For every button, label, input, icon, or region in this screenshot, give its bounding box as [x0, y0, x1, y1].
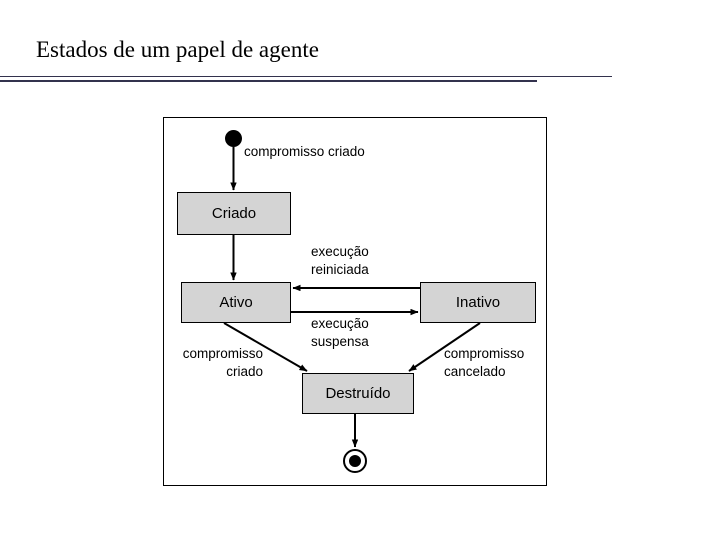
state-label-destruido: Destruído — [325, 385, 391, 402]
initial-state-node[interactable] — [225, 130, 242, 147]
state-node-criado[interactable]: Criado — [177, 192, 291, 235]
page-title: Estados de um papel de agente — [36, 37, 319, 62]
transition-label-line: reiniciada — [311, 262, 369, 277]
final-state-inner-dot — [349, 455, 361, 467]
state-label-ativo: Ativo — [219, 294, 253, 311]
transition-label-line: execução — [311, 244, 369, 259]
state-node-ativo[interactable]: Ativo — [181, 282, 291, 323]
transition-label-compromisso-criado-initial: compromisso criado — [244, 143, 365, 161]
transition-label-execucao-suspensa: execução suspensa — [311, 315, 369, 351]
transition-label-compromisso-cancelado: compromisso cancelado — [444, 345, 524, 381]
transition-label-execucao-reiniciada: execução reiniciada — [311, 243, 369, 279]
header-rule-thin — [0, 76, 612, 77]
state-node-destruido[interactable]: Destruído — [302, 373, 414, 414]
final-state-node[interactable] — [343, 449, 367, 473]
header-rule-thick — [0, 80, 537, 82]
transition-label-line: cancelado — [444, 364, 506, 379]
transition-label-line: compromisso criado — [244, 144, 365, 159]
transition-label-compromisso-criado-destruido: compromisso criado — [163, 345, 263, 381]
transition-label-line: suspensa — [311, 334, 369, 349]
transition-label-line: compromisso — [182, 346, 263, 361]
transition-label-line: compromisso — [444, 346, 525, 361]
state-label-criado: Criado — [211, 205, 257, 222]
transition-label-line: execução — [311, 316, 369, 331]
state-node-inativo[interactable]: Inativo — [420, 282, 536, 323]
state-label-inativo: Inativo — [455, 294, 501, 311]
transition-label-line: criado — [226, 364, 263, 379]
